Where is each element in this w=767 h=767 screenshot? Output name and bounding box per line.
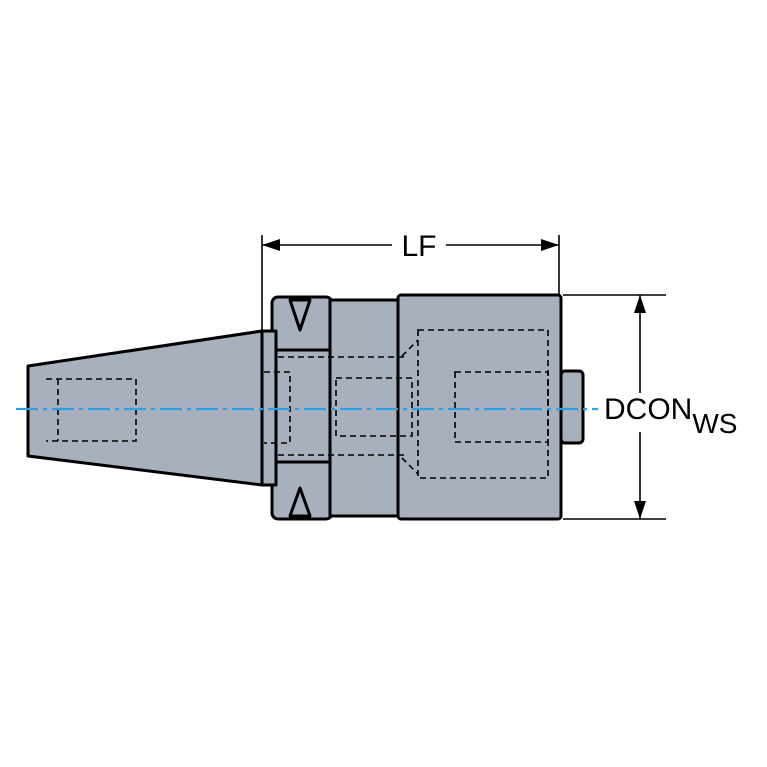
lf-arrow-right	[541, 239, 559, 251]
dcon-subscript: WS	[692, 408, 737, 439]
dimension-lf: LF	[261, 230, 560, 330]
dcon-main-text: DCON	[604, 393, 692, 426]
v-groove	[288, 298, 312, 518]
internal-hidden-lines	[46, 329, 549, 479]
dcon-arrow-top	[634, 295, 646, 313]
drive-key-area	[274, 348, 332, 464]
flange-section	[260, 295, 334, 521]
main-body	[396, 293, 563, 521]
dcon-arrow-bottom	[634, 501, 646, 519]
dimension-dcon: DCONWS	[563, 294, 737, 520]
lf-label: LF	[401, 230, 436, 263]
dcon-label: DCONWS	[604, 393, 737, 439]
lf-arrow-left	[262, 239, 280, 251]
end-stud	[559, 369, 585, 445]
